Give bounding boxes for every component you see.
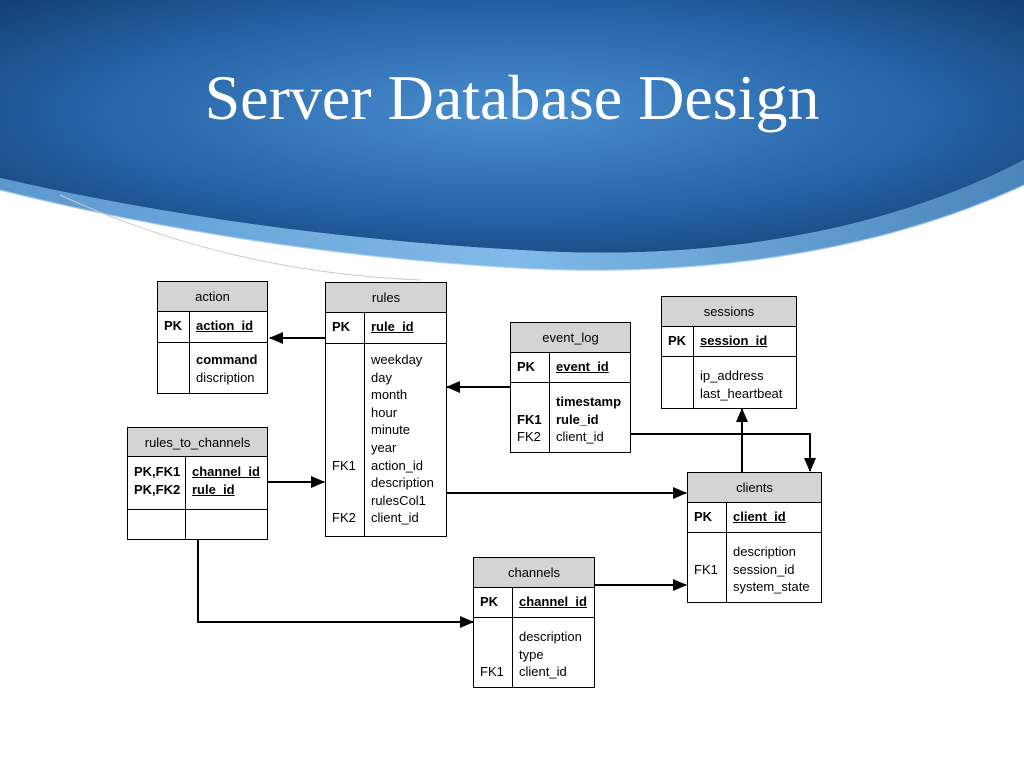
table-rules-to-channels: rules_to_channels PK,FK1 PK,FK2 channel_… [127,427,268,540]
field: rule_id [556,411,599,427]
field: weekday [371,352,423,367]
pk-label: PK,FK2 [134,481,181,497]
pk-field: channel_id [519,594,587,609]
field: description [371,475,434,491]
table-header: rules_to_channels [128,428,267,457]
field: rulesCol1 [371,492,426,508]
table-rules: rules PK rule_id FK1 FK2 weekday day mon… [325,282,447,537]
pk-field: rule_id [371,319,414,334]
table-header: action [158,282,267,312]
field: command [196,352,258,367]
field: session_id [733,561,795,577]
pk-label: PK [511,353,550,382]
pk-label: PK,FK1 [134,464,181,479]
fk-label: FK1 [694,561,718,577]
field: description [733,544,796,559]
fk-label: FK2 [517,429,541,445]
table-header: clients [688,473,821,503]
field: discription [196,369,255,385]
field: action_id [371,457,424,473]
field: client_id [371,510,419,526]
table-header: rules [326,283,446,313]
field: system_state [733,579,810,595]
field: month [371,387,408,403]
pk-field: rule_id [192,481,235,497]
field: minute [371,422,411,438]
field: day [371,369,392,385]
fk-label: FK1 [517,411,542,427]
table-header: sessions [662,297,796,327]
pk-field: session_id [700,333,768,348]
pk-field: action_id [196,318,254,333]
field: last_heartbeat [700,385,783,401]
table-sessions: sessions PK session_id ip_address last_h… [661,296,797,409]
fk-label: FK1 [332,457,356,473]
field: year [371,439,397,455]
pk-label: PK [326,313,365,343]
pk-field: channel_id [192,464,260,479]
pk-label: PK [474,588,513,617]
pk-label: PK [662,327,694,356]
pk-field: event_id [556,359,609,374]
field: ip_address [700,368,764,383]
field: timestamp [556,394,622,409]
field: client_id [556,429,604,445]
field: client_id [519,664,567,680]
table-channels: channels PK channel_id FK1 description t… [473,557,595,688]
fk-label: FK2 [332,510,356,526]
table-header: channels [474,558,594,588]
slide-title: Server Database Design [204,62,820,133]
pk-field: client_id [733,509,786,524]
field: description [519,629,582,644]
table-action: action PK action_id command discription [157,281,268,394]
pk-label: PK [158,312,190,342]
table-event-log: event_log PK event_id FK1 FK2 timestamp … [510,322,631,453]
fk-label: FK1 [480,664,504,680]
pk-label: PK [688,503,727,532]
field: type [519,646,544,662]
field: hour [371,404,398,420]
rel-event-log-to-clients [631,433,816,472]
rel-rules-to-channels-to-channels [197,539,474,628]
title-banner [0,0,1024,281]
table-header: event_log [511,323,630,353]
table-clients: clients PK client_id FK1 description ses… [687,472,822,603]
